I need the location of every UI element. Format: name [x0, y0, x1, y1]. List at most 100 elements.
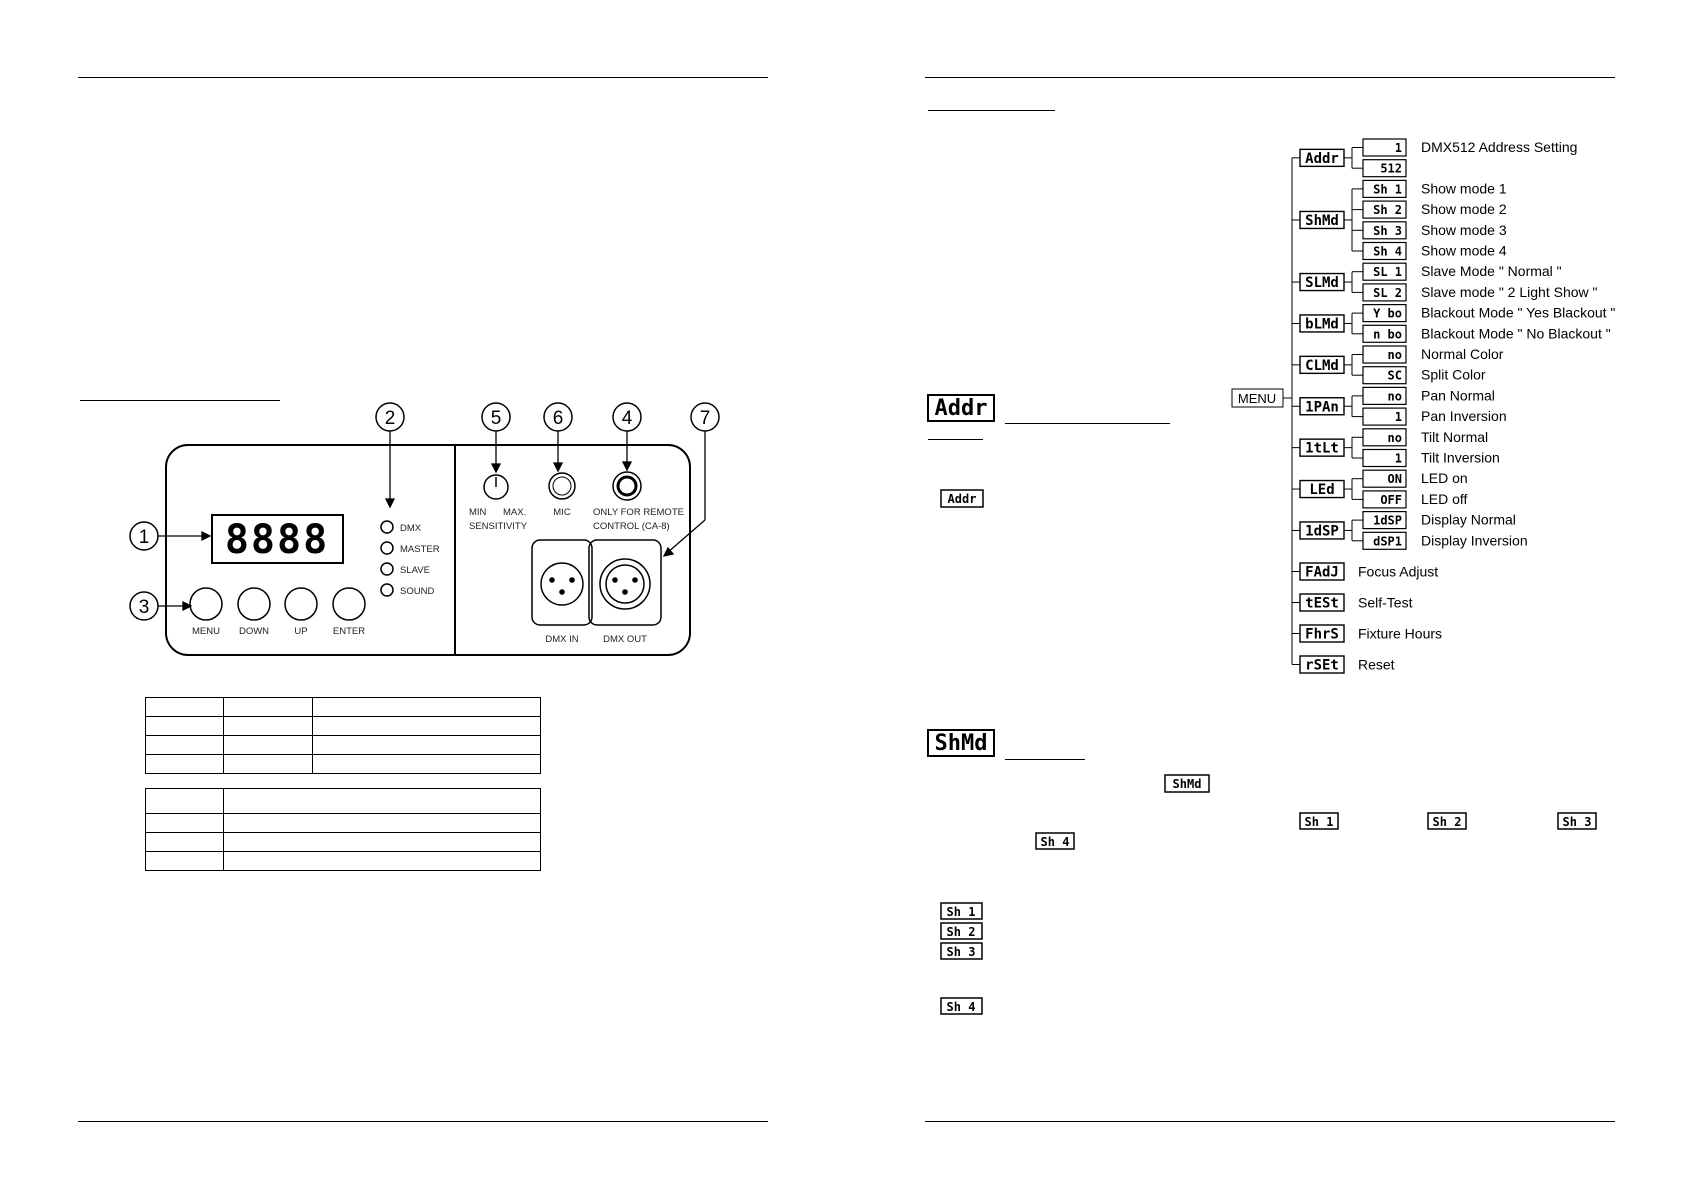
remote-label-1: ONLY FOR REMOTE [593, 507, 684, 518]
show-mode-4-list-icon [940, 997, 983, 1015]
menu-item-code-box [1299, 355, 1345, 375]
menu-sub-code-box [1362, 324, 1407, 343]
down-button[interactable] [237, 587, 271, 621]
dmx-in-label: DMX IN [545, 634, 578, 645]
menu-sub-code: ON [1388, 472, 1402, 486]
menu-button[interactable] [189, 587, 223, 621]
led-label-master: MASTER [400, 544, 440, 555]
up-button[interactable] [284, 587, 318, 621]
menu-sub-label: Display Inversion [1421, 532, 1528, 548]
menu-sub-label: Show mode 4 [1421, 243, 1507, 259]
menu-sub-code: Sh 3 [1373, 224, 1402, 238]
menu-sub-code-box [1362, 345, 1407, 364]
menu-sub-code-box [1362, 366, 1407, 385]
menu-item-label: Self-Test [1358, 595, 1413, 611]
led-label-dmx: DMX [400, 523, 422, 534]
menu-item-code-box [1299, 479, 1345, 499]
led-dmx [380, 520, 394, 534]
menu-item-code: Addr [1305, 151, 1339, 167]
show-mode-4-inline-icon [1035, 832, 1075, 850]
menu-item-code: tESt [1305, 596, 1339, 612]
menu-sub-code-box [1362, 159, 1407, 178]
menu-item-code-box [1299, 521, 1345, 540]
mic-icon [548, 472, 576, 500]
menu-sub-label: Show mode 2 [1421, 201, 1507, 217]
menu-sub-label: LED off [1421, 491, 1468, 507]
remote-label-2: CONTROL (CA-8) [593, 521, 670, 532]
menu-item-code: LEd [1309, 482, 1334, 498]
show-mode-3-list-icon [940, 942, 983, 960]
menu-sub-label: Tilt Normal [1421, 429, 1488, 445]
menu-item-code-box [1299, 655, 1345, 674]
menu-root-label: MENU [1238, 391, 1276, 406]
menu-sub-code: SC [1388, 369, 1402, 383]
menu-sub-label: Normal Color [1421, 346, 1504, 362]
menu-sub-code-box [1362, 200, 1407, 219]
menu-sub-code: 1dSP [1373, 514, 1402, 528]
menu-sub-code-box [1362, 490, 1407, 509]
menu-sub-code: Y bo [1373, 307, 1402, 321]
addr-small-icon [940, 489, 984, 508]
menu-item-code-box [1299, 272, 1345, 292]
menu-item-label: Reset [1358, 657, 1395, 673]
menu-item-code-box [1299, 148, 1345, 168]
menu-root-box [1231, 388, 1284, 408]
menu-item-code-box [1299, 593, 1345, 612]
show-mode-1-inline-icon [1299, 812, 1339, 830]
svg-text:Sh 4: Sh 4 [1041, 835, 1070, 849]
menu-sub-code: 1 [1395, 410, 1402, 424]
menu-sub-code: Sh 4 [1373, 245, 1402, 259]
menu-sub-label: Blackout Mode " Yes Blackout " [1421, 305, 1615, 321]
menu-sub-code: no [1388, 348, 1402, 362]
menu-sub-label: Blackout Mode " No Blackout " [1421, 325, 1611, 341]
menu-sub-label: LED on [1421, 470, 1468, 486]
svg-text:5: 5 [491, 408, 502, 429]
menu-sub-code: no [1388, 431, 1402, 445]
menu-button-label: MENU [192, 626, 220, 637]
svg-text:4: 4 [622, 408, 633, 429]
menu-sub-code: dSP1 [1373, 534, 1402, 548]
menu-item-code: 1PAn [1305, 399, 1339, 415]
menu-sub-label: Pan Inversion [1421, 408, 1507, 424]
menu-sub-label: Show mode 1 [1421, 180, 1507, 196]
svg-text:Sh 2: Sh 2 [1433, 815, 1462, 829]
enter-button[interactable] [332, 587, 366, 621]
menu-sub-label: Tilt Inversion [1421, 450, 1500, 466]
menu-item-code-box [1299, 210, 1345, 230]
menu-sub-code: OFF [1380, 493, 1402, 507]
menu-sub-code: 1 [1395, 452, 1402, 466]
sensitivity-knob [483, 474, 509, 500]
menu-sub-code: n bo [1373, 327, 1402, 341]
svg-text:Sh 2: Sh 2 [947, 925, 976, 939]
remote-jack-icon [612, 471, 642, 501]
knob-sensitivity-label: SENSITIVITY [469, 521, 528, 532]
dmx-in-connector [531, 539, 593, 626]
menu-sub-code-box [1362, 241, 1407, 261]
menu-sub-code-box [1362, 511, 1407, 530]
menu-sub-label: Slave mode " 2 Light Show " [1421, 284, 1598, 300]
menu-item-label: Fixture Hours [1358, 626, 1442, 642]
svg-text:Sh 4: Sh 4 [947, 1000, 976, 1014]
led-group: DMX MASTER SLAVE SOUND [380, 520, 440, 597]
shmd-heading-underline [1005, 759, 1085, 760]
menu-item-code: 1dSP [1305, 523, 1339, 539]
shmd-small-icon [1164, 774, 1210, 793]
menu-sub-code-box [1362, 283, 1407, 302]
knob-min-label: MIN [469, 507, 487, 518]
menu-sub-code-box [1362, 428, 1407, 447]
menu-sub-label: Split Color [1421, 367, 1486, 383]
svg-text:Sh 3: Sh 3 [947, 945, 976, 959]
menu-item-code: rSEt [1305, 658, 1339, 674]
menu-sub-code: 1 [1395, 141, 1402, 155]
up-button-label: UP [294, 626, 307, 637]
menu-sub-code: Sh 2 [1373, 203, 1402, 217]
menu-sub-code: Sh 1 [1373, 182, 1402, 196]
menu-item-code: FhrS [1305, 627, 1339, 643]
left-section-heading-underline [80, 400, 280, 401]
blank-table-2 [145, 788, 541, 871]
menu-sub-code-box [1362, 221, 1407, 240]
menu-item-code: 1tLt [1305, 441, 1339, 457]
panel-outline [165, 444, 691, 656]
menu-item-code-box [1299, 314, 1345, 333]
